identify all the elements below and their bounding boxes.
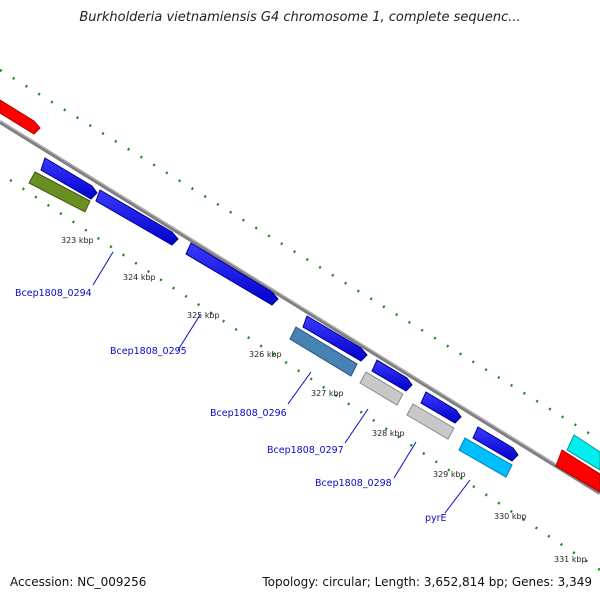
- kbp-tick-325: 325 kbp: [187, 311, 220, 320]
- gene-feature-light-1[interactable]: [359, 371, 404, 406]
- gene-feature-steel[interactable]: [289, 326, 358, 377]
- topology-summary: Topology: circular; Length: 3,652,814 bp…: [262, 575, 592, 589]
- kbp-tick-329: 329 kbp: [433, 470, 466, 479]
- label-leader-0295: [177, 314, 201, 351]
- gene-label-0294[interactable]: Bcep1808_0294: [15, 288, 92, 299]
- gene-arrow-0295[interactable]: [185, 242, 279, 306]
- kbp-tick-327: 327 kbp: [311, 389, 344, 398]
- cyan-feature-right[interactable]: [566, 434, 600, 471]
- kbp-tick-331: 331 kbp: [554, 555, 587, 564]
- rna-feature-left[interactable]: [0, 99, 41, 135]
- kbp-tick-324: 324 kbp: [123, 273, 156, 282]
- gene-arrow-0293[interactable]: [40, 157, 98, 200]
- rna-feature-right[interactable]: [555, 449, 600, 493]
- kbp-tick-326: 326 kbp: [249, 350, 282, 359]
- label-leader-0294: [92, 251, 114, 286]
- label-leader-0296: [287, 371, 312, 405]
- misc-feature-olive[interactable]: [28, 171, 91, 213]
- gene-arrow-0294[interactable]: [95, 189, 179, 246]
- gene-arrow-pyrE[interactable]: [472, 426, 519, 462]
- label-leader-0298: [393, 441, 417, 479]
- gene-arrow-0296[interactable]: [302, 315, 368, 362]
- chromosome-backbone-highlight: [0, 120, 600, 492]
- chromosome-backbone: [0, 120, 600, 495]
- gene-feature-cyan[interactable]: [458, 437, 513, 478]
- kbp-tick-328: 328 kbp: [372, 429, 405, 438]
- gene-label-pyrE[interactable]: pyrE: [425, 513, 447, 524]
- gc-track-outer: [0, 68, 600, 442]
- accession-text: Accession: NC_009256: [10, 575, 147, 589]
- kbp-tick-323: 323 kbp: [61, 236, 94, 245]
- gene-arrow-0297[interactable]: [371, 359, 413, 392]
- gene-label-0296[interactable]: Bcep1808_0296: [210, 408, 287, 419]
- gene-label-0297[interactable]: Bcep1808_0297: [267, 445, 344, 456]
- map-title: Burkholderia vietnamiensis G4 chromosome…: [79, 10, 521, 25]
- kbp-tick-330: 330 kbp: [494, 512, 527, 521]
- gene-label-0295[interactable]: Bcep1808_0295: [110, 346, 187, 357]
- gene-feature-light-2[interactable]: [406, 403, 455, 440]
- gene-arrow-0298[interactable]: [420, 391, 462, 424]
- label-leader-0297: [344, 408, 369, 444]
- label-leader-pyrE: [444, 479, 471, 514]
- gene-label-0298[interactable]: Bcep1808_0298: [315, 478, 392, 489]
